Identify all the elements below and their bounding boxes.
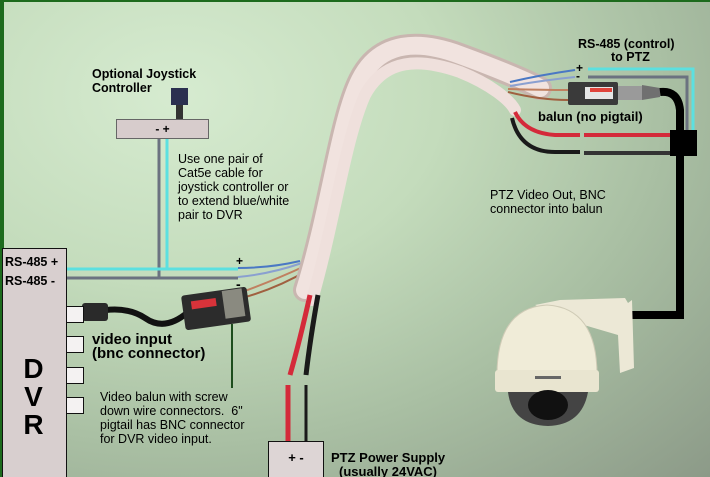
rs485-ptz-plus: +: [576, 61, 584, 75]
power-minus-wire-right: [510, 117, 580, 154]
dvr-rs485-minus-label: RS-485 -: [5, 274, 56, 288]
dvr-label: D V R: [23, 353, 44, 440]
dvr-balun-minus: -: [236, 276, 241, 292]
dvr-box: [2, 248, 67, 477]
cat5e-cable-highlight: [296, 36, 549, 299]
rs485-minus-to-ptz: [588, 75, 689, 130]
dvr-balun-plus: +: [236, 254, 244, 268]
ptz-power-supply-box: + -: [268, 441, 324, 477]
power-plus-wire-right: [513, 111, 580, 137]
rs485-ptz-label-line1: RS-485 (control): [578, 37, 675, 51]
ptz-video-cable: [632, 87, 684, 319]
power-minus-wire-upper: [303, 294, 321, 376]
psu-label-line1: PTZ Power Supply: [331, 450, 446, 465]
dvr-balun-label: [190, 297, 217, 310]
power-cable-jacket: [306, 57, 521, 306]
orange-wire-right-1: [507, 88, 569, 91]
video-input-label: video input (bnc connector): [92, 331, 206, 362]
dvr-bnc-connector: [82, 303, 108, 321]
dvr-video-port-2[interactable]: [66, 336, 84, 353]
dvr-balun-terminals: [221, 288, 246, 319]
frame-border-top: [0, 0, 710, 2]
psu-label-line2: (usually 24VAC): [339, 464, 438, 477]
ptz-bnc-plug: [642, 85, 660, 100]
psu-terminals: + -: [288, 450, 304, 465]
frame-border-left: [0, 0, 4, 477]
blue-wire-right: [509, 69, 576, 83]
white-wire-right: [509, 76, 576, 87]
ptz-balun-caption: balun (no pigtail): [538, 109, 643, 124]
white-wire-left: [237, 262, 303, 278]
rs485-ptz-label-line2: to PTZ: [611, 50, 650, 64]
dvr-balun-note: Video balun with screw down wire connect…: [100, 390, 245, 446]
ptz-video-note: PTZ Video Out, BNC connector into balun: [490, 188, 606, 216]
dvr-video-port-1[interactable]: [66, 306, 84, 323]
joystick-title-line2: Controller: [92, 81, 152, 95]
joystick-note: Use one pair of Cat5e cable for joystick…: [178, 152, 290, 222]
ptz-camera: [495, 298, 634, 426]
blue-wire-left: [237, 260, 301, 269]
rs485-plus-to-ptz: [588, 67, 695, 130]
joystick-stem: [176, 105, 183, 119]
joystick-title-line1: Optional Joystick: [92, 67, 197, 81]
ptz-balun-red-strip: [590, 88, 612, 92]
dvr-rs485-plus-label: RS-485 +: [5, 255, 59, 269]
dvr-video-port-3[interactable]: [66, 367, 84, 384]
rs485-ptz-minus: -: [576, 69, 580, 83]
cable-junction-box: [670, 130, 697, 156]
power-plus-wire-upper: [287, 294, 313, 376]
dvr-video-port-4[interactable]: [66, 397, 84, 414]
dvr-balun-pigtail: [94, 306, 190, 327]
joystick-controller-box: - +: [116, 119, 209, 139]
orange-wire-right-2: [507, 91, 569, 101]
joystick-icon: [171, 88, 188, 105]
joystick-terminals: - +: [155, 122, 170, 136]
ptz-balun-bnc: [618, 86, 642, 100]
